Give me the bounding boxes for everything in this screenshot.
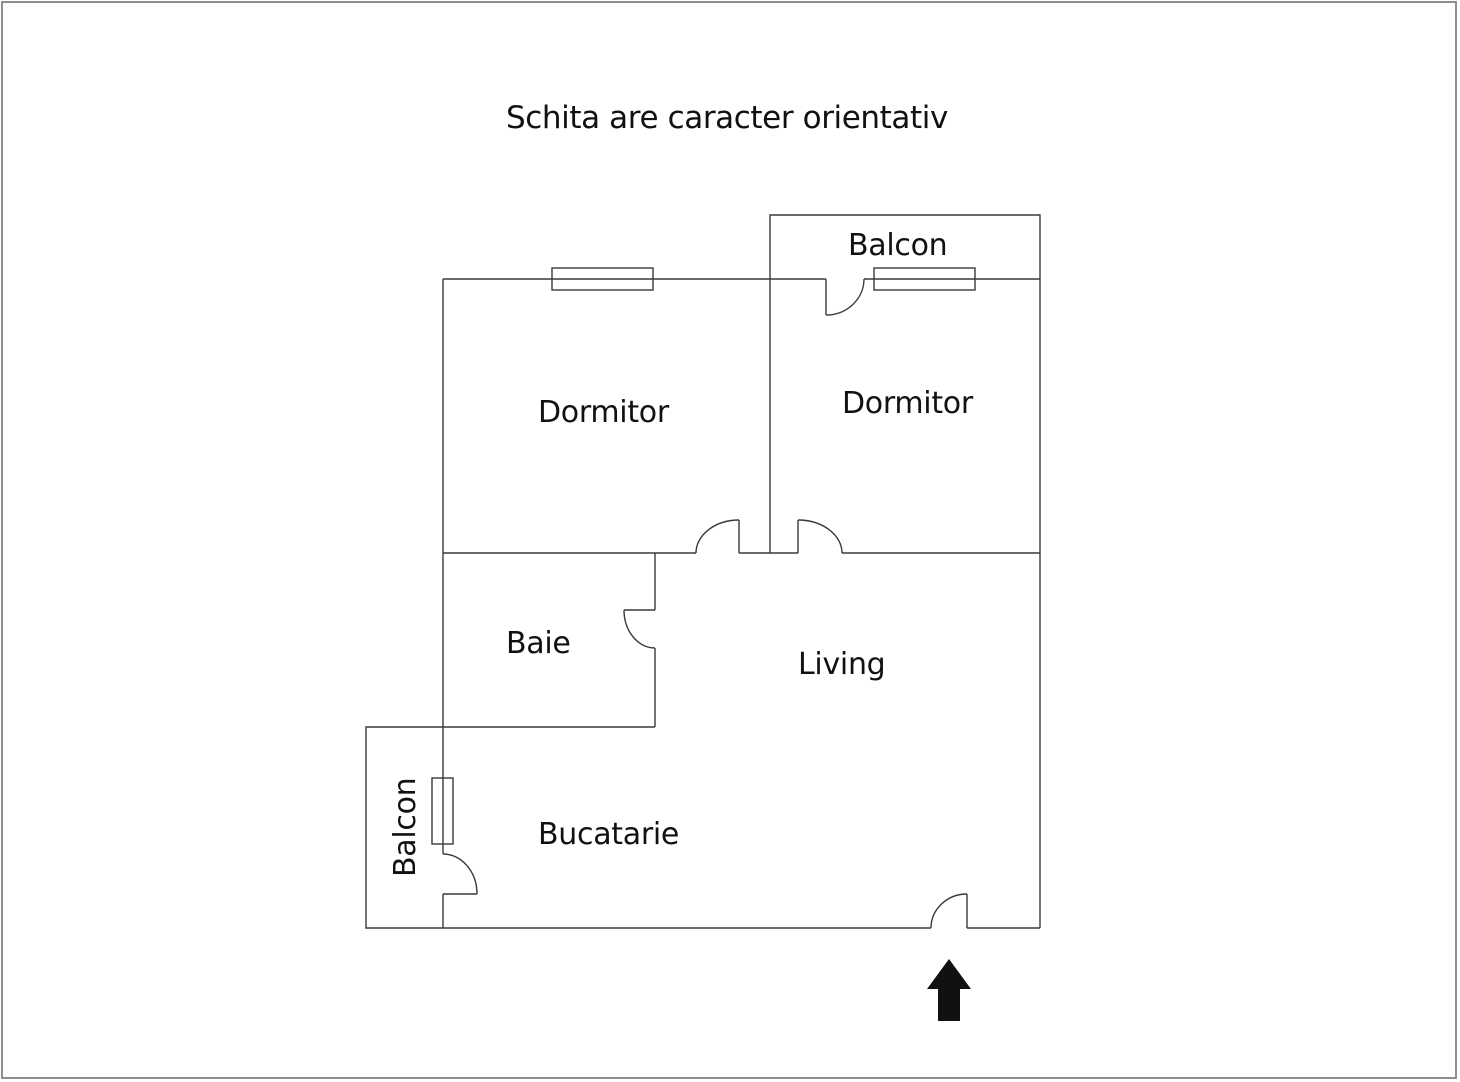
door-entrance: [930, 893, 968, 929]
window-dormitor-left: [551, 267, 654, 291]
door-dormitor-right: [797, 519, 843, 554]
balcony-left-outline: [365, 726, 443, 929]
balcony-top-outline: [769, 214, 1041, 279]
window-dormitor-right: [873, 267, 976, 291]
door-dormitor-left: [695, 519, 740, 554]
room-label-balcon-top: Balcon: [848, 228, 948, 263]
arrow-up-icon: [927, 959, 971, 1021]
door-balcony-top: [825, 278, 865, 316]
diagram-title: Schita are caracter orientativ: [506, 100, 948, 136]
room-label-balcon-left: Balcon: [388, 777, 423, 877]
door-baie: [623, 609, 656, 649]
door-balcony-left: [442, 853, 478, 895]
room-label-dormitor-right: Dormitor: [842, 386, 973, 421]
room-label-living: Living: [798, 647, 886, 682]
window-bucatarie: [431, 777, 454, 845]
room-label-dormitor-left: Dormitor: [538, 395, 669, 430]
room-label-bucatarie: Bucatarie: [538, 817, 680, 852]
wall-baie: [443, 553, 656, 728]
room-label-baie: Baie: [506, 626, 571, 661]
